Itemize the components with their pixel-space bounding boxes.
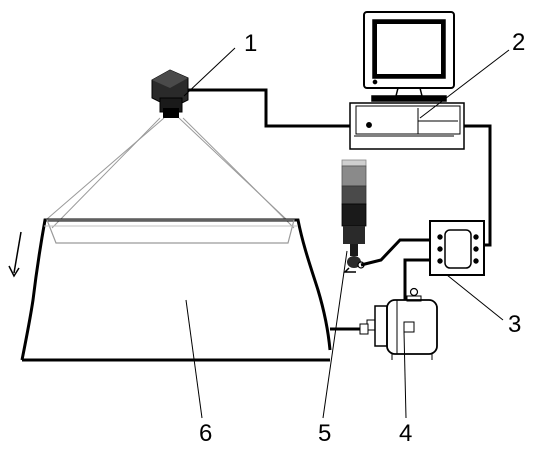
label-signal-light: 5	[318, 420, 331, 447]
controller	[429, 220, 485, 276]
conveyor-belt	[20, 218, 332, 362]
camera	[151, 69, 189, 118]
movement-direction-arrow	[8, 231, 22, 278]
monitor	[363, 11, 455, 102]
cables	[188, 88, 492, 300]
part-labels: 1 2 3 4 5 6	[199, 29, 525, 447]
label-motor: 4	[399, 420, 412, 447]
computer	[349, 11, 465, 150]
signal-light-tower	[341, 159, 367, 273]
label-conveyor: 6	[199, 420, 212, 447]
motor	[366, 287, 438, 360]
leader-lines	[183, 47, 510, 419]
camera-view-cone	[46, 117, 295, 229]
label-camera: 1	[244, 30, 257, 57]
label-computer: 2	[512, 29, 525, 56]
computer-case	[349, 102, 465, 150]
label-controller: 3	[508, 311, 521, 338]
